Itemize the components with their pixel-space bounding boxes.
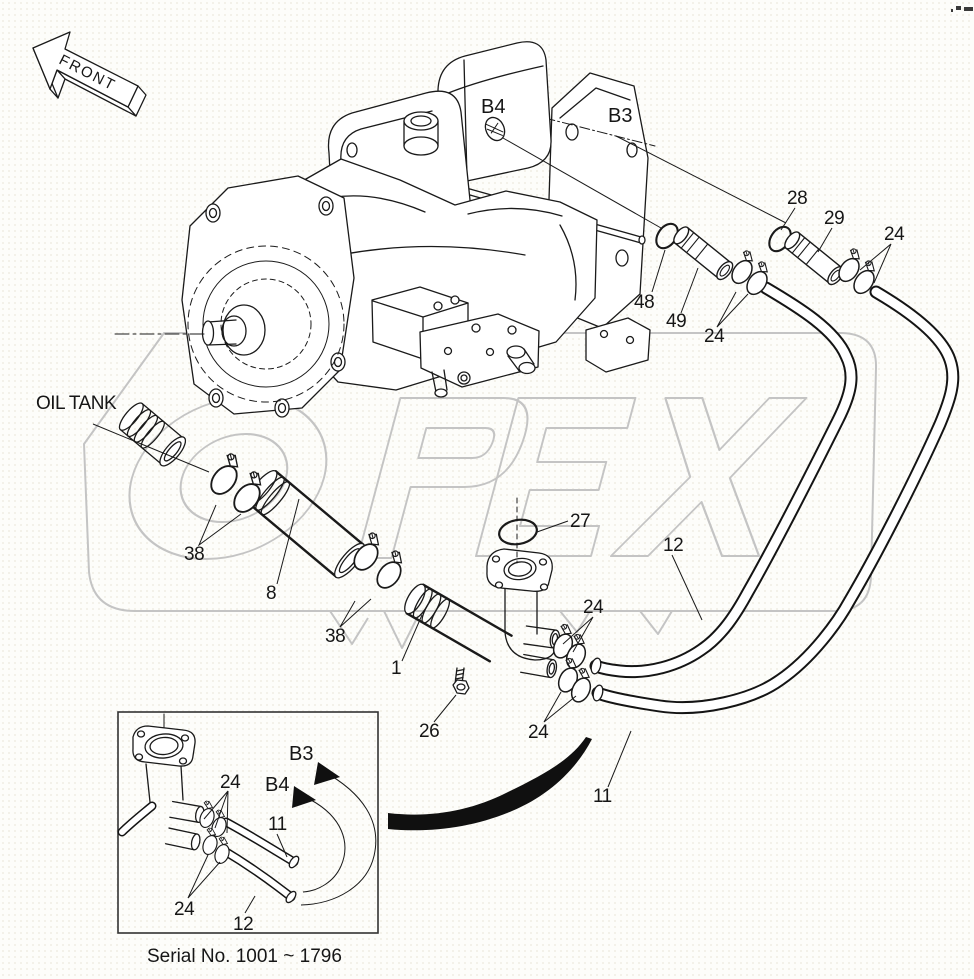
- callout-49: 49: [666, 311, 686, 332]
- inset-callout-24-lower: 24: [174, 899, 195, 920]
- inset-callout-12: 12: [233, 914, 253, 935]
- inset-leaders: [187, 790, 288, 914]
- label-port-b3: B3: [608, 105, 632, 127]
- inset-label-b4: B4: [265, 774, 289, 796]
- scan-artifact: [951, 6, 973, 12]
- oil-tank-port: [118, 402, 187, 467]
- label-oil-tank: OIL TANK: [36, 393, 117, 414]
- inset-rotation-arrows: [292, 762, 377, 906]
- serial-number-note: Serial No. 1001 ~ 1796: [147, 946, 342, 967]
- opex-watermark: OPEX: [83, 332, 878, 649]
- callout-12: 12: [663, 535, 683, 556]
- inset-label-b3: B3: [289, 743, 313, 765]
- callout-1: 1: [391, 658, 401, 679]
- hose-11-lower: [591, 285, 960, 715]
- callout-38-elbow: 38: [325, 626, 345, 647]
- label-port-b4: B4: [481, 96, 505, 118]
- inset-hoses: [218, 817, 300, 904]
- callout-27: 27: [570, 511, 590, 532]
- b4-line-kit: [650, 218, 777, 299]
- b3-line-kit: [763, 221, 884, 298]
- adapter-29: [781, 228, 848, 288]
- callout-24-mid: 24: [704, 326, 725, 347]
- hose-12-upper: [589, 281, 858, 679]
- adapter-49: [670, 223, 737, 283]
- callout-11: 11: [593, 786, 612, 807]
- callout-38-tank: 38: [184, 544, 204, 565]
- pump-assembly: [114, 41, 656, 418]
- leader-lines: [92, 135, 892, 788]
- suction-hose-8: [247, 470, 366, 579]
- callout-26: 26: [419, 721, 439, 742]
- callout-24-right: 24: [884, 224, 905, 245]
- inset-callout-24-upper: 24: [220, 772, 241, 793]
- front-arrow: FRONT: [32, 31, 147, 117]
- inset-labels: B3 B4 24 11 24 12: [174, 743, 313, 935]
- pump-shaft: [114, 304, 266, 356]
- rotation-swoosh-arrow: [388, 737, 592, 831]
- callout-28: 28: [787, 188, 807, 209]
- elbow-stub-lower: [520, 653, 558, 679]
- callout-24-upper: 24: [583, 597, 604, 618]
- bolt-26: [452, 667, 470, 695]
- callout-48: 48: [634, 292, 654, 313]
- inset-detail-box: B3 B4 24 11 24 12: [117, 711, 379, 935]
- callout-24-lower: 24: [528, 722, 549, 743]
- o-ring-27: [498, 497, 538, 564]
- flange-bolt-bosses: [205, 196, 346, 418]
- b4-port-icon: [484, 116, 506, 142]
- callout-29: 29: [824, 208, 844, 229]
- elbow-fitting-1: [404, 548, 561, 679]
- callout-8: 8: [266, 583, 276, 604]
- inset-callout-11: 11: [268, 814, 287, 835]
- main-view-labels: B3 B4 28 29 24 48 49 24 OIL TANK 38 8 38…: [36, 96, 906, 807]
- breather-cap: [403, 111, 439, 156]
